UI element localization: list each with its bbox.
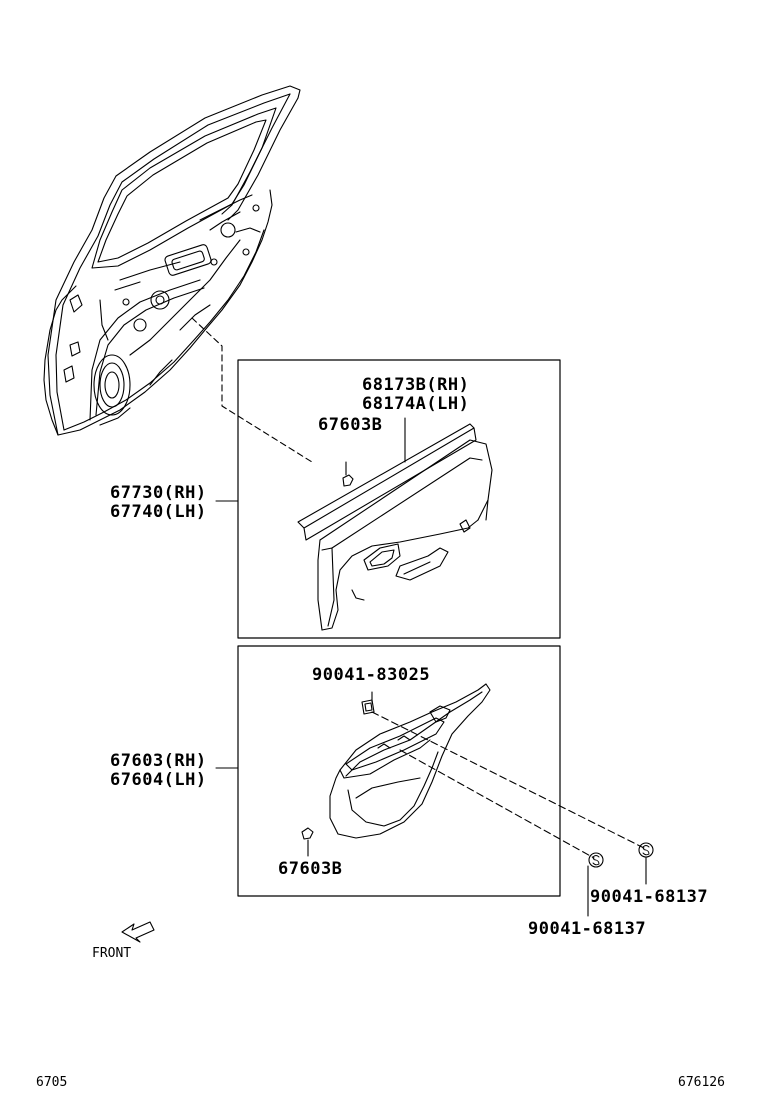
label-90041-68137-b: 90041-68137 (528, 919, 647, 939)
label-90041-68137-a: 90041-68137 (590, 887, 709, 907)
door-trim-panel-illustration (297, 423, 493, 631)
label-67603b-lower: 67603B (278, 859, 343, 879)
lower-parts-box (237, 645, 561, 897)
screw-90041-83025 (361, 691, 375, 715)
label-67603-rh: 67603(RH) (110, 751, 207, 771)
clip-67603b-upper (342, 461, 354, 487)
page-left-code: 6705 (36, 1075, 68, 1090)
fastener-symbol-2 (587, 852, 604, 917)
label-68173b-rh: 68173B(RH) (362, 375, 470, 395)
label-67604-lh: 67604(LH) (110, 770, 207, 790)
label-68174a-lh: 68174A(LH) (362, 394, 470, 414)
upper-parts-box (237, 359, 561, 639)
page-right-code: 676126 (678, 1075, 725, 1090)
label-90041-83025: 90041-83025 (312, 665, 431, 685)
label-67730-rh: 67730(RH) (110, 483, 207, 503)
label-67603b-upper: 67603B (318, 415, 383, 435)
front-label: FRONT (92, 946, 132, 961)
label-67740-lh: 67740(LH) (110, 502, 207, 522)
fastener-symbol-1 (638, 842, 654, 885)
clip-67603b-lower (301, 827, 314, 857)
front-arrow-icon (121, 921, 155, 943)
door-frame-illustration (43, 85, 301, 436)
armrest-illustration (329, 683, 491, 839)
